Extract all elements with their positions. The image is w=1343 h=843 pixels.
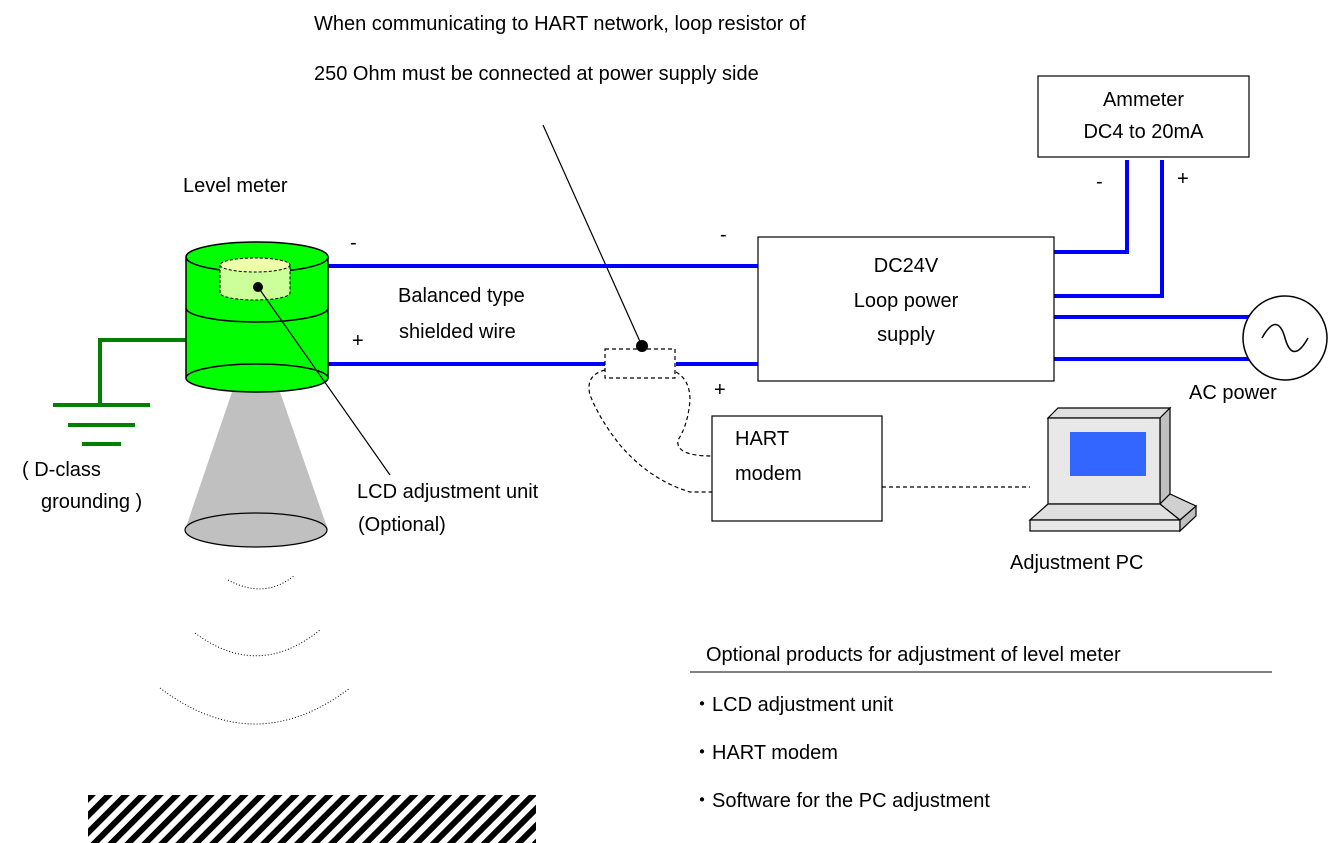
loop-resistor bbox=[604, 340, 676, 379]
hart-dashed-connections bbox=[588, 369, 1030, 493]
lcd-unit-label-line-2: (Optional) bbox=[358, 514, 446, 536]
options-item-lcd: ・LCD adjustment unit bbox=[692, 694, 894, 716]
options-item-software: ・Software for the PC adjustment bbox=[692, 790, 990, 812]
options-item-hart: ・HART modem bbox=[692, 742, 838, 764]
ac-power-label: AC power bbox=[1189, 382, 1277, 404]
horn-antenna bbox=[185, 392, 328, 530]
wire-minus-meter: - bbox=[350, 232, 357, 254]
pc-icon bbox=[1028, 406, 1198, 533]
liquid-surface-hatch bbox=[88, 795, 536, 843]
level-meter-label: Level meter bbox=[183, 175, 288, 197]
hart-modem-line-2: modem bbox=[735, 463, 802, 485]
wire-label-line-2: shielded wire bbox=[399, 321, 516, 343]
ammeter-box bbox=[1037, 75, 1250, 158]
radar-waves bbox=[159, 574, 351, 725]
ammeter-line-2: DC4 to 20mA bbox=[1083, 121, 1204, 143]
wire-label-line-1: Balanced type bbox=[398, 285, 525, 307]
ammeter-minus: - bbox=[1096, 171, 1103, 193]
loop-wires bbox=[328, 264, 758, 366]
wire-plus-meter: + bbox=[352, 330, 364, 352]
note-line-1: When communicating to HART network, loop… bbox=[314, 13, 806, 35]
wire-minus-supply: - bbox=[720, 224, 727, 246]
power-supply-line-1: DC24V bbox=[873, 255, 939, 277]
lcd-pointer-line bbox=[257, 286, 391, 476]
note-line-2: 250 Ohm must be connected at power suppl… bbox=[314, 63, 759, 85]
ac-power-icon bbox=[1242, 295, 1328, 381]
ammeter-line-1: Ammeter bbox=[1102, 89, 1185, 111]
lcd-unit bbox=[219, 257, 291, 301]
pc-label: Adjustment PC bbox=[1010, 552, 1144, 574]
power-supply-line-2: Loop power bbox=[853, 290, 959, 312]
options-heading: Optional products for adjustment of leve… bbox=[706, 644, 1121, 666]
hart-modem-line-1: HART bbox=[735, 428, 790, 450]
horn-antenna-rim bbox=[184, 512, 328, 548]
grounding-label-line-1: ( D-class bbox=[22, 459, 101, 481]
power-supply-line-3: supply bbox=[877, 324, 935, 346]
note-pointer-line bbox=[542, 124, 643, 347]
supply-output-wires bbox=[1054, 160, 1255, 361]
power-supply-box bbox=[757, 236, 1055, 382]
ground-symbol bbox=[53, 338, 186, 446]
lcd-unit-label-line-1: LCD adjustment unit bbox=[357, 481, 539, 503]
wire-plus-supply: + bbox=[714, 379, 726, 401]
grounding-label-line-2: grounding ) bbox=[41, 491, 143, 513]
ammeter-plus: + bbox=[1177, 168, 1189, 190]
hart-modem-box bbox=[711, 415, 883, 522]
